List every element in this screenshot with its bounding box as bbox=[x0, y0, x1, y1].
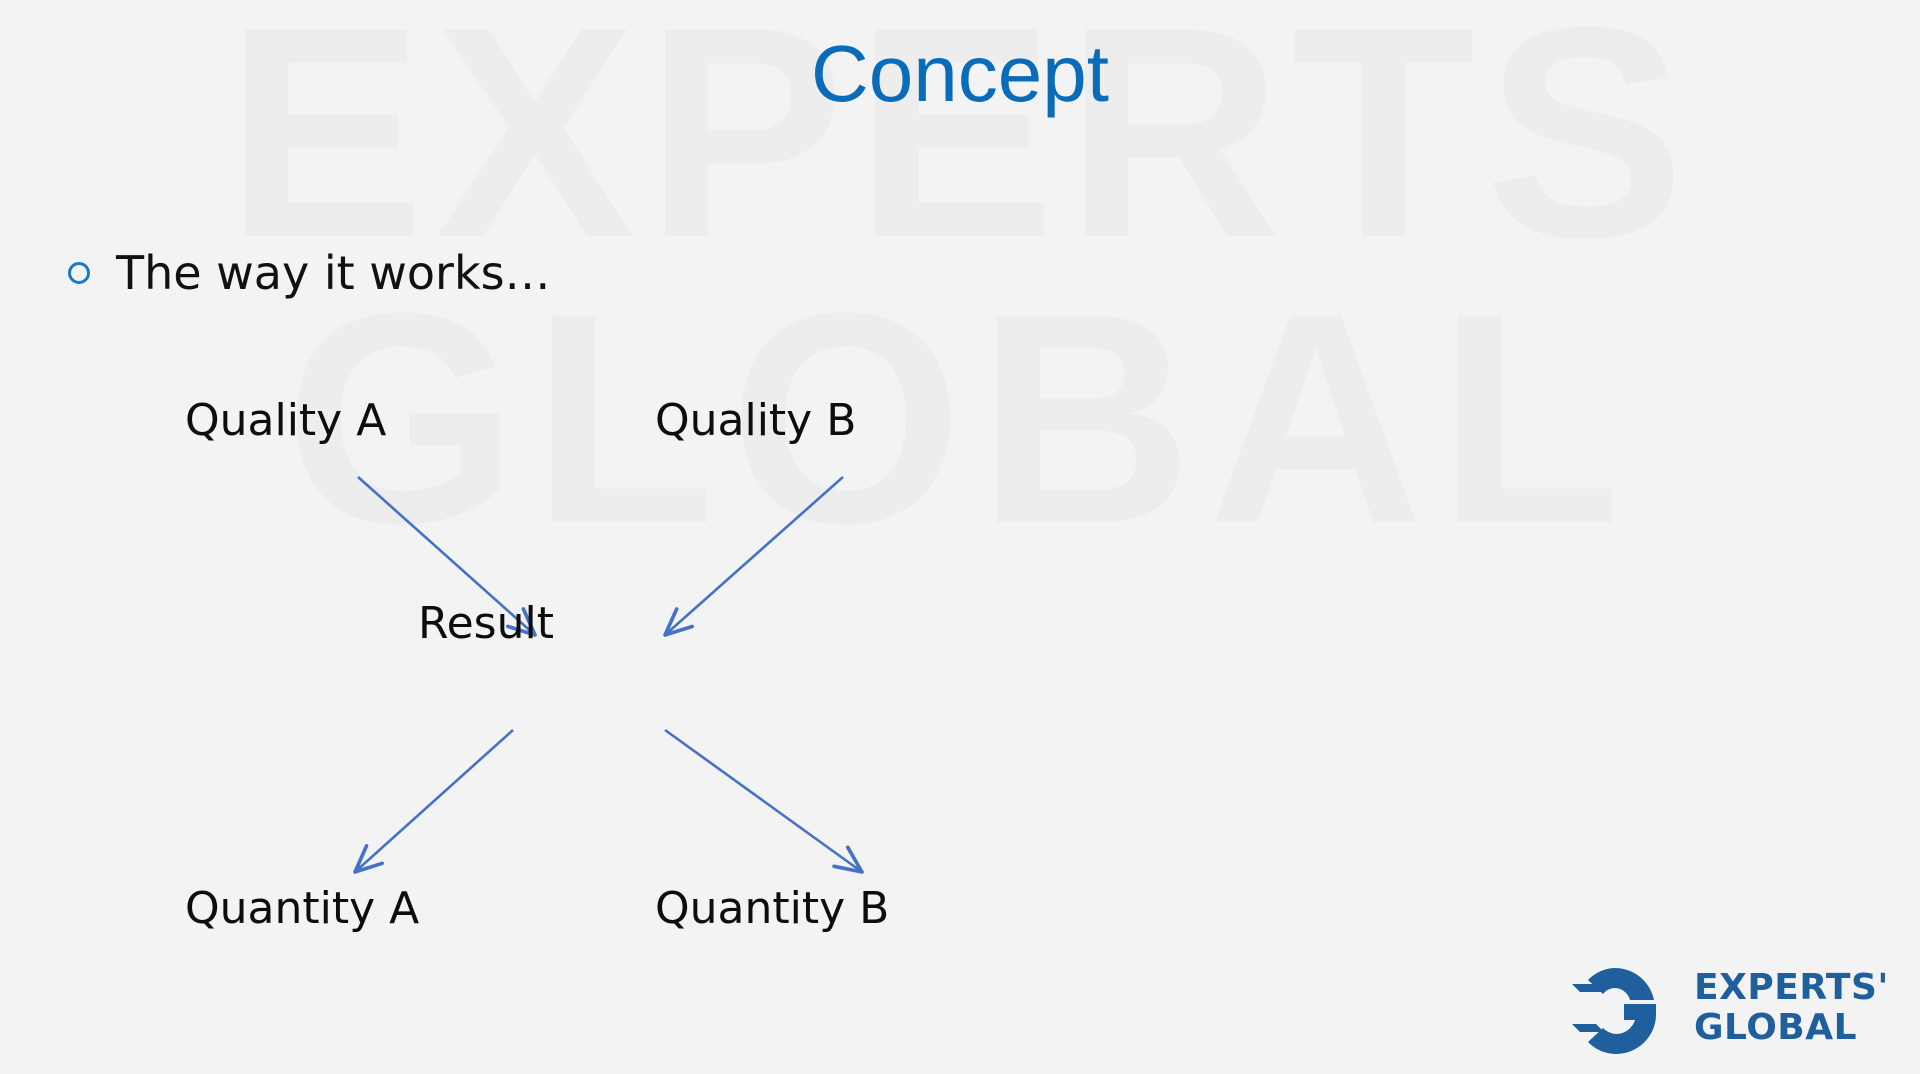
hollow-circle-bullet-icon bbox=[68, 262, 90, 284]
diagram-node-quality-a: Quality A bbox=[185, 395, 387, 446]
logo-word-global: GLOBAL bbox=[1694, 1007, 1858, 1048]
arrow-quality-a-to-result bbox=[357, 476, 537, 637]
diagram-node-quantity-b: Quantity B bbox=[655, 883, 890, 934]
arrow-quality-b-to-result bbox=[663, 476, 844, 637]
logo-word-experts: EXPERTS' bbox=[1694, 967, 1889, 1008]
arrow-result-to-quantity-a bbox=[353, 729, 514, 874]
diagram-node-quality-b: Quality B bbox=[655, 395, 857, 446]
bullet-item: The way it works… bbox=[68, 247, 551, 300]
slide-title: Concept bbox=[811, 29, 1109, 118]
diagram-node-result: Result bbox=[418, 598, 554, 649]
experts-global-logo-mark-icon bbox=[1572, 967, 1656, 1054]
diagram-node-quantity-a: Quantity A bbox=[185, 883, 420, 934]
logo-wordmark: EXPERTS' GLOBAL bbox=[1694, 970, 1889, 1046]
arrow-result-to-quantity-b bbox=[664, 728, 864, 874]
bullet-item-label: The way it works… bbox=[116, 246, 551, 300]
experts-global-logo: EXPERTS' GLOBAL bbox=[1570, 960, 1889, 1056]
